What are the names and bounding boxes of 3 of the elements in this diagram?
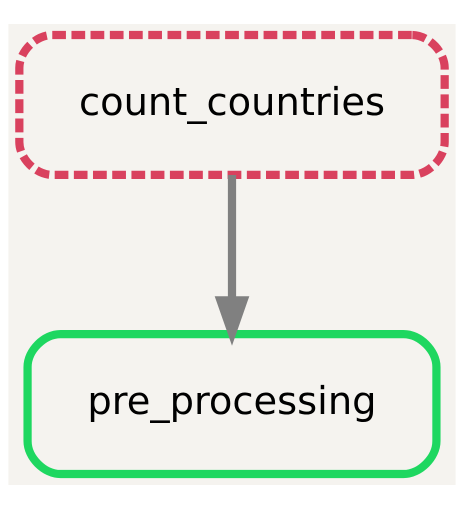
arrow: [214, 174, 250, 346]
node-box: count_countries: [15, 30, 449, 179]
node-box: pre_processing: [23, 329, 441, 478]
